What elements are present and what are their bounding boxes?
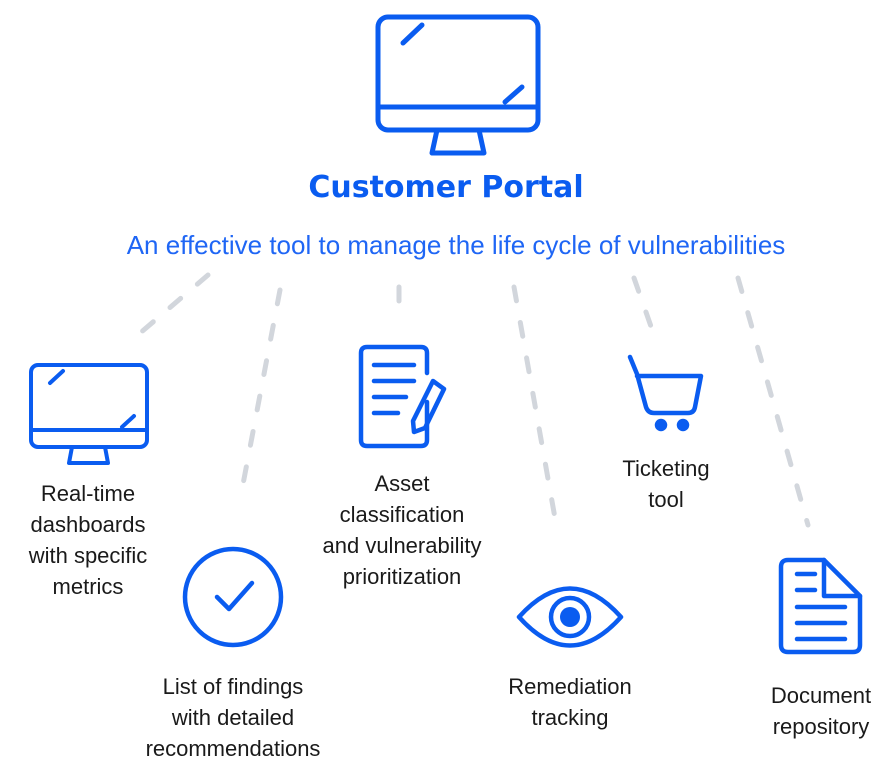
monitor-icon xyxy=(375,14,541,156)
document-icon xyxy=(778,557,863,655)
label-document: Document repository xyxy=(770,683,872,739)
connectors xyxy=(129,272,811,538)
document-pen-icon xyxy=(358,344,447,449)
eye-icon xyxy=(516,586,624,648)
monitor-icon xyxy=(29,363,149,465)
connector-findings xyxy=(237,287,283,503)
label-findings: List of findings with detailed recommend… xyxy=(145,674,321,761)
shopping-cart-icon xyxy=(627,354,704,432)
checkmark-circle-icon xyxy=(182,546,284,648)
label-dashboards: Real-time dashboards with specific metri… xyxy=(28,481,148,599)
label-remediation: Remediation tracking xyxy=(508,674,632,730)
connector-remediation xyxy=(511,284,561,538)
label-asset: Asset classification and vulnerability p… xyxy=(322,471,482,589)
page-title: Customer Portal xyxy=(308,170,584,205)
label-ticketing: Ticketing tool xyxy=(622,456,710,512)
connector-dashboards xyxy=(129,272,211,343)
connector-document xyxy=(735,275,811,528)
page-subtitle: An effective tool to manage the life cyc… xyxy=(126,230,786,260)
connector-ticketing xyxy=(631,275,657,338)
